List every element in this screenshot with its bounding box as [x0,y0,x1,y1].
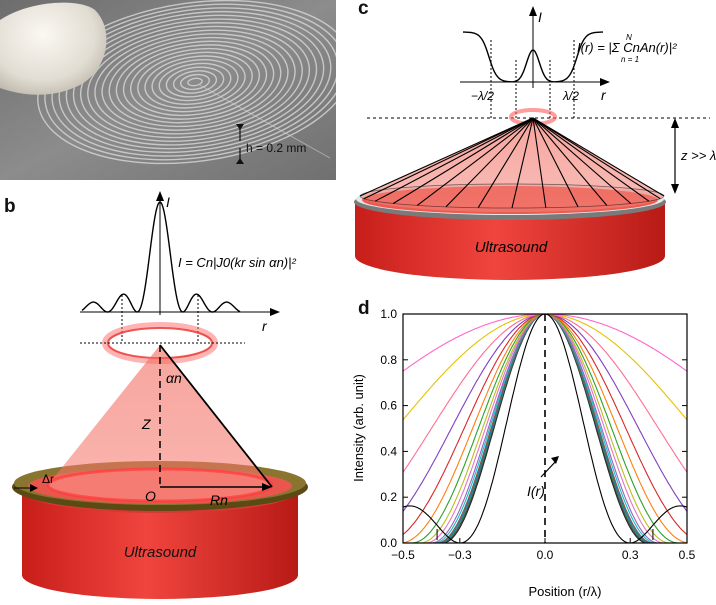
lens-ring [129,47,261,117]
c-intensity-axis-label: I [538,9,542,25]
panel-d-label: d [358,298,370,319]
cone-ray [532,117,547,208]
cone-ray [416,117,534,206]
lens-ring [87,25,303,139]
radial-axis-label: r [262,318,268,334]
lens-ring [65,14,325,150]
cone-ray [445,117,534,208]
finger-shape [0,2,107,95]
cone-ray [363,117,534,200]
radius-rn-label: Rn [210,492,228,508]
lens-ring [137,51,253,113]
thickness-label: h = 0.2 mm [246,141,306,155]
lens-ring [165,66,225,98]
intensity-position-chart: 0.0 0.2 0.4 0.6 0.8 1.0 −0.5 −0.3 0.0 0.3 0.5 Posi… [351,307,696,599]
cone-ray [532,117,608,206]
cone-ray [532,117,661,200]
ultrasound-label-c: Ultrasound [475,239,548,256]
ring-width-label: Δr [42,472,54,486]
origin-o-label: O [145,488,156,504]
cone-ray [374,117,534,202]
lens-ring [108,36,282,128]
composite-profile-curve [463,31,603,83]
lens-ring [158,62,232,102]
height-z-label: Z [141,416,151,432]
intensity-axis-label: I [166,194,170,210]
intensity-annotation: I(r) [527,483,545,499]
x-tick-label: −0.5 [391,548,415,562]
tick-minus-half-lambda: −λ/2 [471,89,494,103]
lens-ring [94,29,296,135]
cone-ray [392,117,534,204]
y-tick-label: 1.0 [380,307,397,321]
bessel-formula: I = Cn|J0(kr sin αn)|² [178,255,297,270]
cone-ray [511,117,534,209]
c-radial-axis-label: r [601,87,607,103]
x-tick-label: 0.3 [622,548,639,562]
lens-ring [115,40,275,124]
x-tick-label: 0.5 [679,548,696,562]
x-tick-label: 0.0 [537,548,554,562]
lens-ring [151,59,239,105]
lens-ring [172,70,218,94]
lens-ring [122,44,268,120]
cone-ray [359,117,534,197]
y-tick-label: 0.8 [380,353,397,367]
distance-label: z >> λ [680,148,716,163]
sum-upper-limit: N [626,33,632,42]
x-axis-label: Position (r/λ) [529,584,602,599]
cone-ray [532,117,579,208]
panel-b-label: b [4,196,16,217]
panel-c-diagram: I r I(r) = |Σ CnAn(r)|² N n = 1 −λ/2 λ/2… [354,6,716,280]
ultrasound-label-b: Ultrasound [124,544,197,561]
cone-ray [532,117,650,202]
y-tick-label: 0.4 [380,444,397,458]
panel-c-label: c [358,0,369,19]
tick-plus-half-lambda: λ/2 [562,89,579,103]
bessel-profile-curve [81,201,241,313]
cone-ray [532,117,632,204]
panel-a-photo: h = 0.2 mm [0,0,336,180]
sum-formula: I(r) = |Σ CnAn(r)|² [577,40,677,55]
sum-lower-limit: n = 1 [621,55,639,64]
lens-ring [101,33,289,131]
lens-ring [51,7,336,157]
x-tick-label: −0.3 [448,548,472,562]
lens-ring [44,3,336,161]
lens-ring [37,0,336,165]
y-tick-label: 0.0 [380,536,397,550]
lens-ring [72,18,318,146]
y-tick-label: 0.2 [380,490,397,504]
cone-ray [532,117,665,197]
angle-alpha-label: αn [166,370,182,386]
lens-ring [79,22,311,142]
lens-ring [58,10,332,154]
lens-ring [144,55,246,109]
y-tick-label: 0.6 [380,399,397,413]
y-axis-label: Intensity (arb. unit) [351,374,366,482]
lens-ring [187,77,203,87]
lens-ring [180,73,210,91]
cone-ray [477,117,534,208]
panel-b-diagram: I r I = Cn|J0(kr sin αn)|² αn Z O Rn Δr … [12,191,308,599]
